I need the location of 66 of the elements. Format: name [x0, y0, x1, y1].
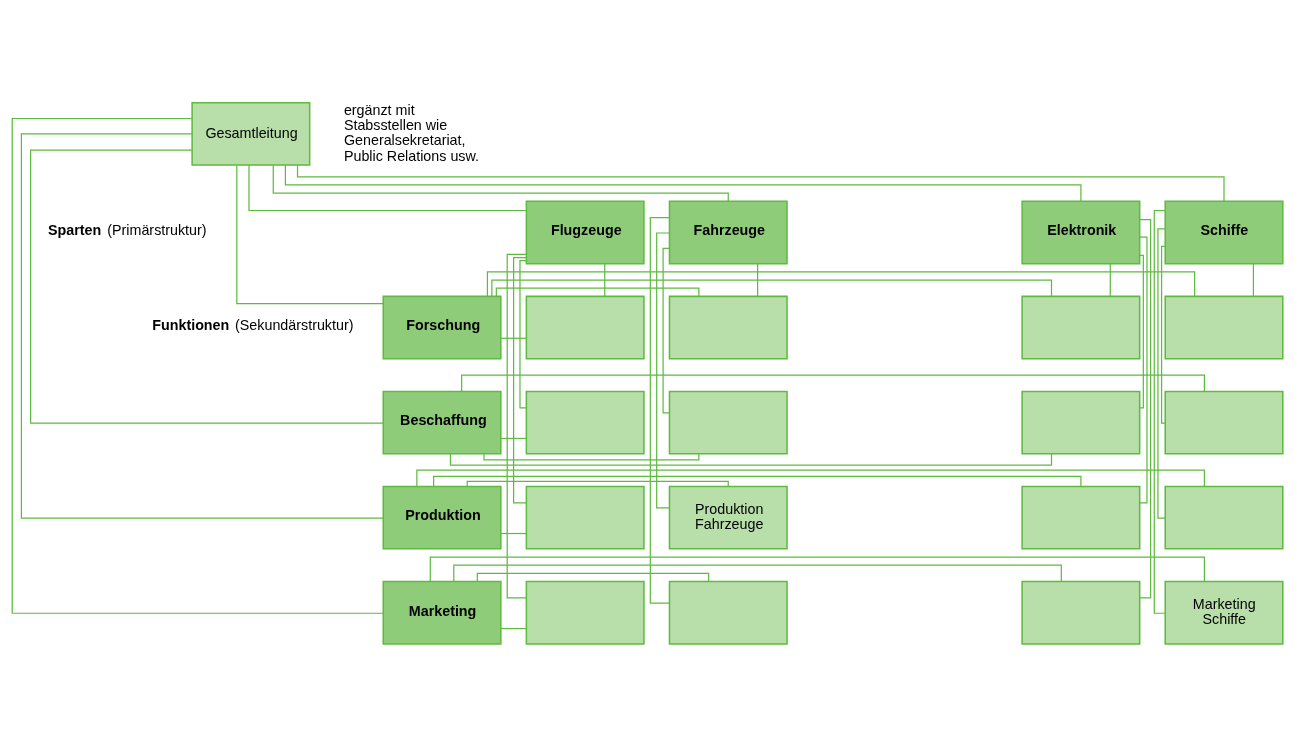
connector [495, 287, 700, 297]
connector [1139, 254, 1144, 409]
node-box [525, 485, 645, 550]
connector [483, 453, 700, 461]
connector [284, 164, 1082, 202]
node-box [525, 390, 645, 455]
connector [248, 164, 527, 212]
node-box [1021, 295, 1141, 360]
connector [11, 117, 384, 614]
node-box: Gesamtleitung [191, 101, 311, 166]
connector [500, 437, 527, 440]
connector [649, 217, 670, 604]
connector [500, 337, 527, 339]
node-box [668, 390, 788, 455]
connector [500, 532, 527, 535]
node-box: Marketing [382, 580, 502, 645]
node-box: Schiffe [1164, 200, 1284, 265]
label: Sparten (Primärstruktur) [47, 222, 207, 239]
connector [662, 247, 670, 414]
connector [476, 572, 710, 582]
connector [272, 164, 729, 202]
connector [656, 232, 670, 509]
connector [20, 133, 384, 519]
connector [466, 480, 729, 488]
connector [512, 256, 527, 504]
connector [30, 149, 384, 424]
connector [757, 263, 759, 297]
connector [491, 279, 1053, 297]
node-label: ergänzt mit Stabsstellen wie Generalsekretariat, Public Relations usw. [343, 101, 480, 164]
node-box [668, 295, 788, 360]
node-box [1021, 580, 1141, 645]
node-box [1164, 390, 1284, 455]
label: Funktionen (Sekundärstruktur) [152, 317, 354, 334]
node-box [525, 295, 645, 360]
node-box [1164, 485, 1284, 550]
node-box: Forschung [382, 295, 502, 360]
connector [433, 475, 1082, 487]
node-box [1164, 295, 1284, 360]
node-box: Marketing Schiffe [1164, 580, 1284, 645]
connector [296, 164, 1225, 202]
node-box [1021, 390, 1141, 455]
connector [449, 453, 1053, 466]
connector [1139, 236, 1148, 504]
connector [236, 164, 384, 305]
connector [506, 253, 527, 599]
node-box: Produktion Fahrzeuge [668, 485, 788, 550]
connector [1109, 263, 1111, 297]
node-box [525, 580, 645, 645]
connector [1139, 219, 1152, 599]
node-box: Produktion [382, 485, 502, 550]
node-box: Elektronik [1021, 200, 1141, 265]
connector [1157, 228, 1166, 519]
connector [1252, 263, 1254, 297]
node-box [668, 580, 788, 645]
connector [486, 271, 1196, 297]
connector [604, 263, 606, 297]
node-box: Fahrzeuge [668, 200, 788, 265]
connector [1160, 245, 1166, 424]
connector [429, 556, 1206, 582]
node-box: Beschaffung [382, 390, 502, 455]
connector [519, 259, 527, 409]
node-box: Flugzeuge [525, 200, 645, 265]
node-box [1021, 485, 1141, 550]
connector [500, 627, 527, 630]
connector [453, 564, 1062, 582]
connector [1153, 209, 1166, 614]
